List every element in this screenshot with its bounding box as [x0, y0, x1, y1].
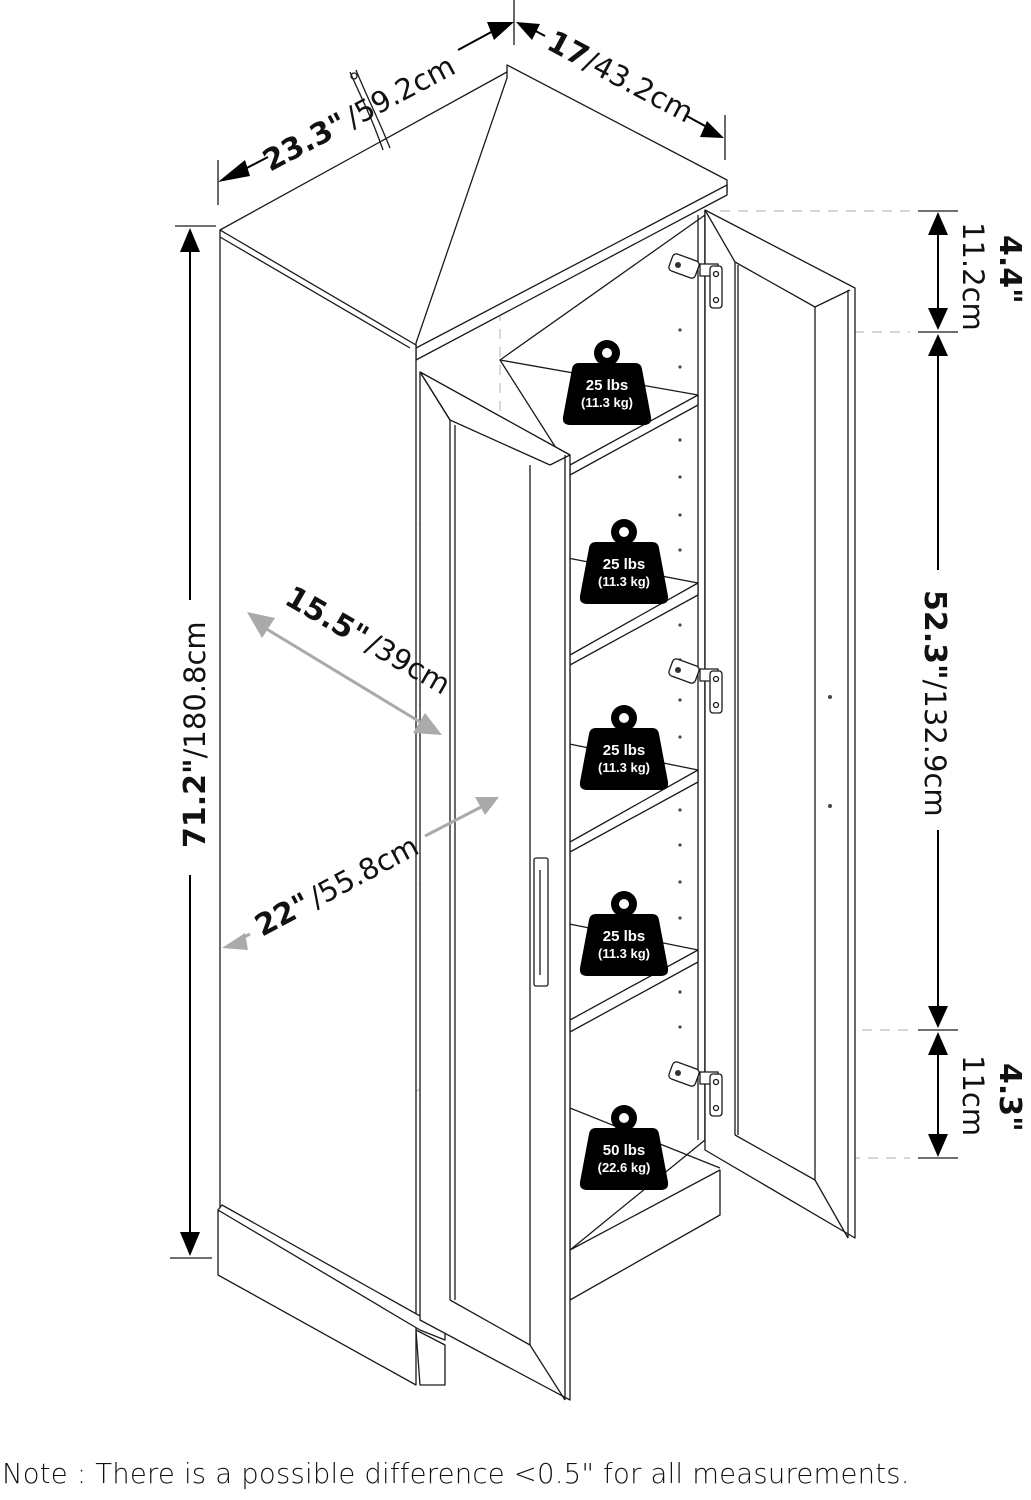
height-dimension: 71.2"/180.8cm	[170, 225, 216, 1259]
bottom-gap-dimension: 11cm 4.3"	[918, 1029, 1027, 1159]
shelf-load-badges: 25 lbs (11.3 kg) 25 lbs (11.3 kg) 25 lbs…	[562, 340, 669, 1190]
right-door	[704, 209, 856, 1239]
svg-text:(22.6 kg): (22.6 kg)	[598, 1160, 651, 1175]
weight-icon: 50 lbs (22.6 kg)	[579, 1105, 669, 1190]
svg-text:25 lbs: 25 lbs	[603, 928, 646, 945]
weight-icon: 25 lbs (11.3 kg)	[579, 891, 669, 976]
svg-text:(11.3 kg): (11.3 kg)	[598, 946, 650, 961]
hinges	[668, 253, 723, 1117]
svg-text:25 lbs: 25 lbs	[586, 377, 629, 394]
svg-text:(11.3 kg): (11.3 kg)	[598, 760, 650, 775]
svg-text:25 lbs: 25 lbs	[603, 742, 646, 759]
weight-icon: 25 lbs (11.3 kg)	[562, 340, 652, 425]
svg-text:50 lbs: 50 lbs	[603, 1142, 646, 1159]
weight-icon: 25 lbs (11.3 kg)	[579, 705, 669, 790]
svg-text:25 lbs: 25 lbs	[603, 556, 646, 573]
door-handle	[533, 857, 549, 987]
left-door	[419, 371, 571, 1401]
middle-span-dimension: 52.3"/132.9cm	[917, 334, 952, 1028]
hinge-icon	[668, 658, 723, 714]
weight-icon: 25 lbs (11.3 kg)	[579, 519, 669, 604]
svg-text:11.2cm: 11.2cm	[956, 222, 990, 331]
svg-text:71.2"/180.8cm: 71.2"/180.8cm	[178, 621, 213, 848]
svg-text:4.3": 4.3"	[992, 1063, 1027, 1132]
svg-text:(11.3 kg): (11.3 kg)	[598, 574, 650, 589]
svg-text:52.3"/132.9cm: 52.3"/132.9cm	[917, 590, 952, 817]
svg-text:4.4": 4.4"	[992, 235, 1027, 304]
measurement-note: Note : There is a possible difference <0…	[2, 1458, 910, 1490]
svg-text:11cm: 11cm	[956, 1055, 990, 1136]
hinge-icon	[668, 253, 723, 309]
top-gap-dimension: 11.2cm 4.4"	[918, 210, 1027, 333]
hinge-icon	[668, 1061, 723, 1117]
svg-text:(11.3 kg): (11.3 kg)	[581, 395, 633, 410]
wall-anchor-strap	[349, 69, 391, 151]
